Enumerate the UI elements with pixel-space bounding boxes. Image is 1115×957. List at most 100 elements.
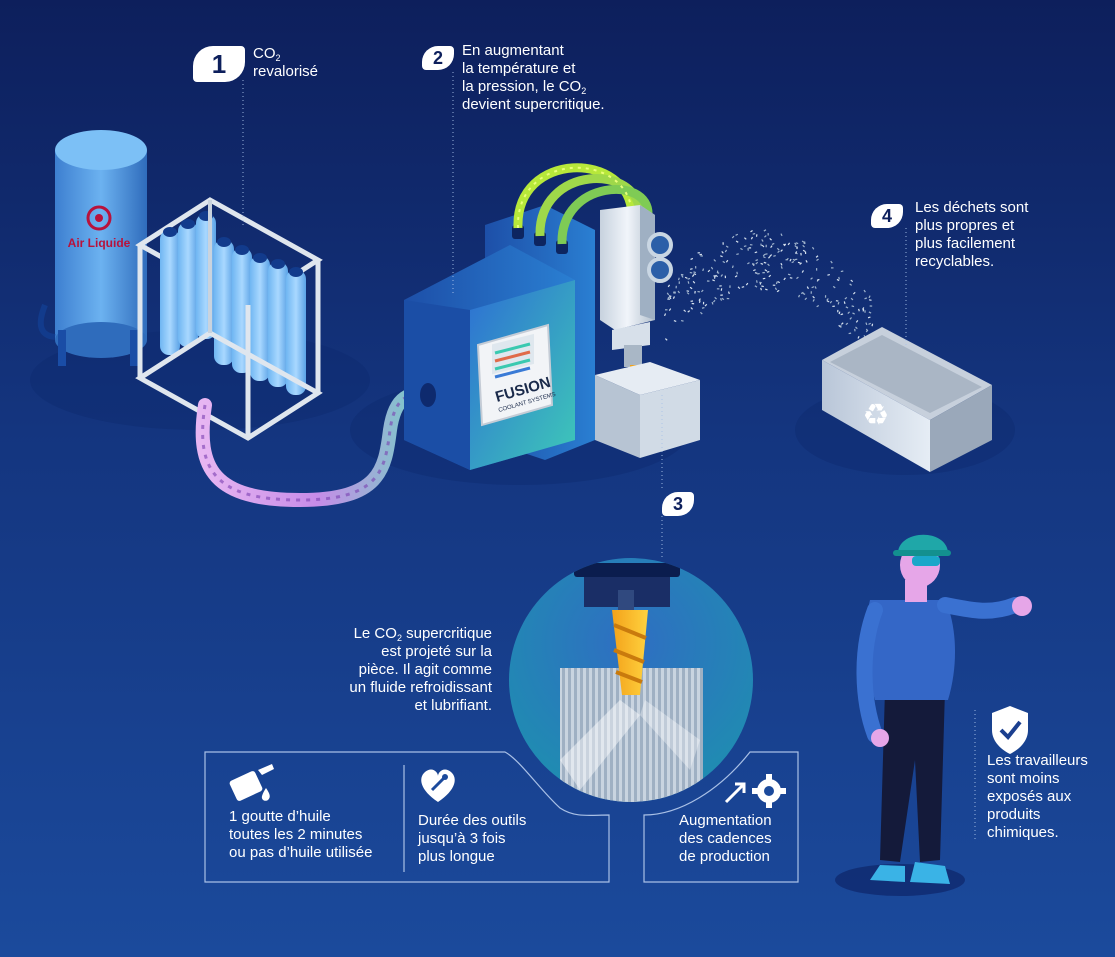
chip-particle	[851, 305, 855, 308]
chip-particle	[760, 287, 762, 291]
chip-particle	[847, 311, 851, 314]
chip-particle	[719, 285, 722, 287]
workpiece-rib	[586, 668, 589, 802]
chip-particle	[706, 280, 710, 282]
workpiece-rib	[670, 668, 673, 802]
chip-particle	[716, 288, 720, 290]
chip-particle	[735, 233, 739, 236]
cutting-zone-closeup	[509, 558, 753, 802]
chip-particle	[755, 234, 758, 237]
chip-particle	[780, 266, 783, 269]
chip-particle	[667, 284, 671, 288]
chip-particle	[805, 260, 808, 263]
chip-particle	[725, 245, 729, 248]
chip-particle	[722, 260, 726, 264]
chip-particle	[798, 294, 801, 298]
chip-particle	[724, 275, 727, 279]
chip-particle	[692, 280, 696, 284]
workpiece-rib	[700, 668, 703, 802]
chip-particle	[729, 285, 731, 288]
workpiece-rib	[568, 668, 571, 802]
chip-particle	[849, 317, 852, 320]
step-1-text: CO2 revalorisé	[253, 45, 319, 80]
workpiece-rib	[598, 668, 601, 802]
chip-particle	[826, 298, 829, 301]
chip-particle	[826, 300, 830, 303]
chip-particle	[745, 282, 749, 286]
chip-particle	[868, 311, 872, 314]
chip-particle	[693, 273, 697, 276]
chip-particle	[690, 300, 694, 302]
chip-particle	[816, 258, 819, 261]
chip-particle	[754, 285, 758, 288]
cylinder-valve	[163, 227, 177, 237]
chip-particle	[830, 260, 833, 264]
workpiece-rib	[676, 668, 679, 802]
chip-particle	[789, 258, 792, 262]
supercritical-co2-tubes	[513, 163, 653, 245]
chip-particle	[677, 290, 681, 294]
chip-particle	[727, 291, 730, 295]
workpiece-rib	[574, 668, 577, 802]
step-2-text: En augmentant la température et la press…	[462, 42, 605, 113]
chip-particle	[835, 300, 839, 302]
chip-particle	[747, 262, 750, 265]
chip-particle	[838, 311, 841, 315]
chip-particle	[684, 276, 688, 279]
chip-particle	[713, 275, 716, 277]
chip-particle	[741, 286, 745, 288]
chip-particle	[673, 291, 676, 293]
workpiece-rib	[580, 668, 583, 802]
benefits-frame	[204, 751, 799, 883]
chip-particle	[689, 268, 693, 270]
chip-particle	[774, 287, 778, 291]
workpiece-rib	[694, 668, 697, 802]
chip-particle	[687, 281, 690, 284]
step-1-badge: 1	[193, 46, 245, 82]
chip-particle	[836, 278, 840, 282]
chip-particle	[667, 297, 670, 300]
screen-line	[494, 358, 531, 371]
chip-particle	[675, 285, 677, 289]
chip-particle	[787, 273, 791, 276]
chip-particle	[837, 301, 840, 305]
workpiece-rib	[682, 668, 685, 802]
chip-particle	[764, 253, 768, 255]
chip-particle	[726, 297, 730, 300]
chip-particle	[769, 238, 772, 241]
gas-cylinder	[286, 270, 306, 395]
chip-particle	[759, 281, 762, 284]
chip-particle	[810, 277, 813, 280]
machining-spindle	[600, 205, 673, 390]
chip-particle	[743, 237, 747, 240]
chip-particle	[840, 322, 844, 325]
screen-line	[494, 350, 531, 363]
chip-particle	[871, 323, 874, 327]
fusion-coolant-cabinet: FUSION COOLANT SYSTEMS	[404, 205, 595, 470]
workpiece-rib	[688, 668, 691, 802]
chip-particle	[796, 276, 799, 280]
chip-particle	[854, 328, 856, 332]
chip-particle	[799, 262, 802, 265]
chip-particle	[764, 288, 768, 291]
chip-particle	[832, 285, 836, 289]
chip-particle	[697, 252, 701, 254]
chip-particle	[775, 281, 778, 285]
worker-figure	[856, 534, 1032, 884]
chip-particle	[711, 301, 714, 305]
chip-particle	[767, 233, 769, 236]
chip-particle	[693, 271, 697, 274]
chip-particle	[761, 244, 765, 248]
chip-particle	[715, 274, 718, 278]
chip-particle	[681, 274, 684, 278]
chip-particle	[761, 285, 764, 288]
chip-particle	[795, 242, 799, 245]
chip-particle	[849, 283, 853, 286]
chip-particle	[824, 295, 827, 298]
chip-particle	[816, 268, 818, 271]
workers-text: Les travailleurs sont moins exposés aux …	[987, 752, 1088, 841]
chip-particle	[714, 296, 717, 300]
chip-particle	[740, 247, 743, 251]
chip-particle	[810, 291, 812, 294]
